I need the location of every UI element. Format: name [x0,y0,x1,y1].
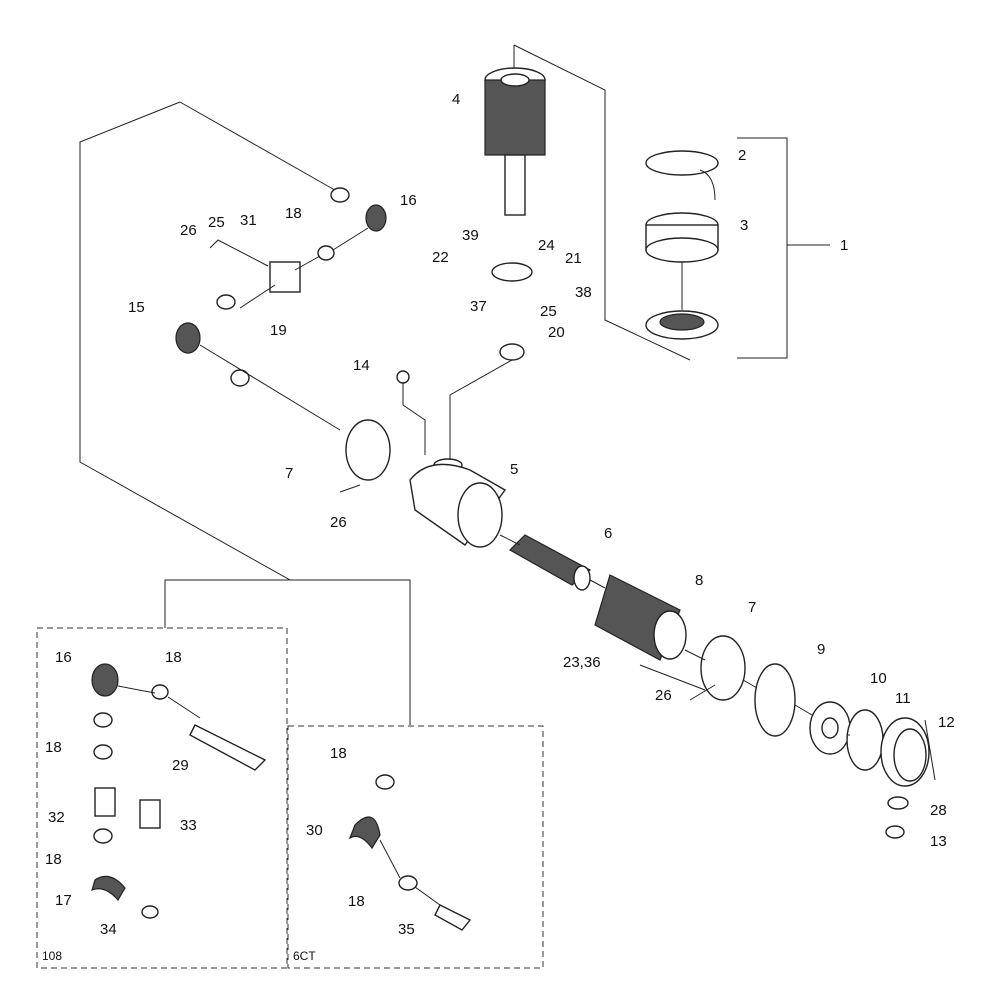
label-25a: 25 [208,214,225,231]
label-32: 32 [48,809,65,826]
cap-assembly [645,150,719,340]
pre-cleaner-part [484,67,546,216]
small-plug [396,370,410,384]
variant-box-108 [36,627,288,969]
label-13: 13 [930,833,947,850]
label-23-36: 23,36 [563,654,601,671]
label-31: 31 [240,212,257,229]
label-9: 9 [817,641,825,658]
label-35: 35 [398,921,415,938]
cap-plate [491,262,533,282]
label-18d: 18 [45,851,62,868]
label-29: 29 [172,757,189,774]
label-20: 20 [548,324,565,341]
label-34: 34 [100,921,117,938]
part-labels: 1 2 3 4 5 6 7 7 8 9 10 11 12 13 14 15 16… [42,91,955,963]
label-25b: 25 [540,303,557,320]
label-22: 22 [432,249,449,266]
label-18b: 18 [165,649,182,666]
clamp-ring [700,635,746,701]
label-10: 10 [870,670,887,687]
label-1: 1 [840,237,848,254]
label-11: 11 [895,690,911,707]
end-disc [809,701,851,755]
leader-lines [209,239,936,781]
frame-lines [79,44,830,725]
label-2: 2 [738,147,746,164]
housing-body [409,458,507,548]
label-26b: 26 [330,514,347,531]
label-8: 8 [695,572,703,589]
label-7a: 7 [285,465,293,482]
label-21: 21 [565,250,582,267]
label-17: 17 [55,892,72,909]
variant-label-6ct: 6CT [293,949,316,963]
label-30: 30 [306,822,323,839]
clamp-ring [345,419,391,481]
label-19: 19 [270,322,287,339]
label-12: 12 [938,714,955,731]
variant-box-6ct [287,725,544,969]
label-18c: 18 [45,739,62,756]
label-16a: 16 [400,192,417,209]
label-7b: 7 [748,599,756,616]
label-24: 24 [538,237,555,254]
label-28: 28 [930,802,947,819]
label-18a: 18 [285,205,302,222]
label-33: 33 [180,817,197,834]
label-26c: 26 [655,687,672,704]
label-38: 38 [575,284,592,301]
label-15: 15 [128,299,145,316]
label-6: 6 [604,525,612,542]
label-18f: 18 [348,893,365,910]
label-5: 5 [510,461,518,478]
upper-clamps [175,187,387,431]
small-valve-parts [885,796,909,839]
label-4: 4 [452,91,460,108]
seal-ring [754,663,796,737]
variant-6ct-parts [348,774,472,931]
label-16b: 16 [55,649,72,666]
variant-108-parts [91,663,267,919]
o-ring [846,709,884,771]
label-18e: 18 [330,745,347,762]
inner-filter [509,534,592,591]
hose-clamp [499,343,525,361]
label-39: 39 [462,227,479,244]
label-3: 3 [740,217,748,234]
label-37: 37 [470,298,487,315]
variant-label-108: 108 [42,949,62,963]
main-filter [594,574,687,661]
label-14: 14 [353,357,370,374]
label-26a: 26 [180,222,197,239]
end-cover [880,717,930,787]
